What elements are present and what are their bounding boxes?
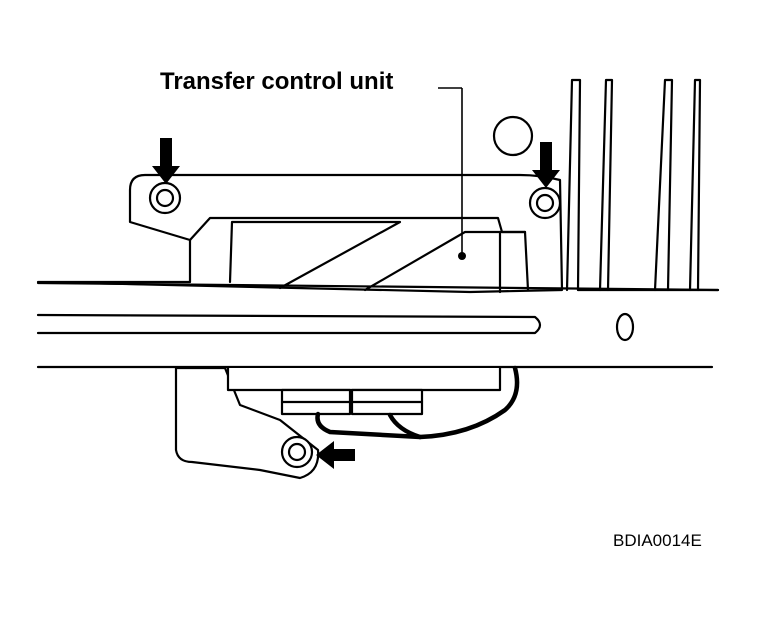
lower-bracket	[174, 366, 502, 480]
wiring-harness	[315, 365, 520, 440]
callout-label: Transfer control unit	[160, 68, 394, 95]
figure-code: BDIA0014E	[613, 531, 702, 550]
bolt-icon	[280, 435, 314, 469]
body-panel-pillars	[565, 78, 720, 292]
harness-connectors	[280, 388, 424, 416]
bolt-icon	[528, 186, 562, 220]
callout-leader	[438, 87, 466, 260]
arrow-icon	[532, 142, 560, 188]
frame-member	[36, 281, 720, 369]
arrow-icon	[316, 441, 355, 469]
bolt-icon	[148, 181, 182, 215]
control-unit-bracket	[36, 173, 564, 294]
body-hole	[492, 115, 534, 157]
arrow-icon	[152, 138, 180, 184]
